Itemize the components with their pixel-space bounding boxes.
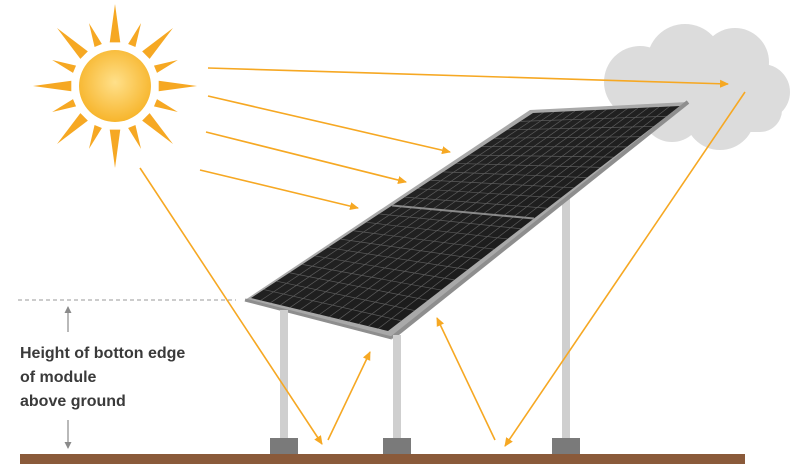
sun-ray (57, 28, 88, 59)
footings (270, 438, 580, 456)
reflected-ray-1 (327, 351, 371, 441)
height-label-line-2: of module (20, 369, 97, 386)
sun-ray (109, 4, 121, 43)
sun-icon (33, 4, 197, 168)
sun-ray (128, 23, 142, 48)
sun-ray (153, 59, 178, 73)
height-label: Height of botton edge of module above gr… (20, 342, 240, 414)
reflected-ray-2 (436, 317, 496, 441)
light-arrows (139, 67, 746, 447)
sun-ray (88, 23, 102, 48)
sun-ray (109, 129, 121, 168)
height-dimension (18, 299, 236, 449)
panel-cell-line (391, 204, 535, 220)
height-label-line-3: above ground (20, 393, 126, 410)
sun-ray (52, 99, 77, 113)
sun-ray (153, 99, 178, 113)
sun-ray (52, 59, 77, 73)
sun-ray (128, 124, 142, 149)
diffuse-ray-from-cloud (504, 91, 746, 447)
sun-ray (88, 124, 102, 149)
direct-ray-to-ground (139, 167, 323, 445)
front-supports (280, 310, 401, 445)
sun-core (79, 50, 151, 122)
solar-panel (244, 100, 690, 340)
direct-ray-to-cloud (207, 67, 729, 88)
direct-ray-2 (205, 131, 407, 184)
sun-ray (33, 80, 72, 92)
rear-supports (562, 195, 570, 445)
sun-ray (158, 80, 197, 92)
direct-ray-3 (199, 169, 359, 211)
sun-ray (142, 28, 173, 59)
direct-ray-1 (207, 95, 451, 155)
height-label-line-1: Height of botton edge (20, 345, 186, 362)
ground (20, 454, 745, 464)
sun-ray (142, 113, 173, 144)
sun-ray (57, 113, 88, 144)
